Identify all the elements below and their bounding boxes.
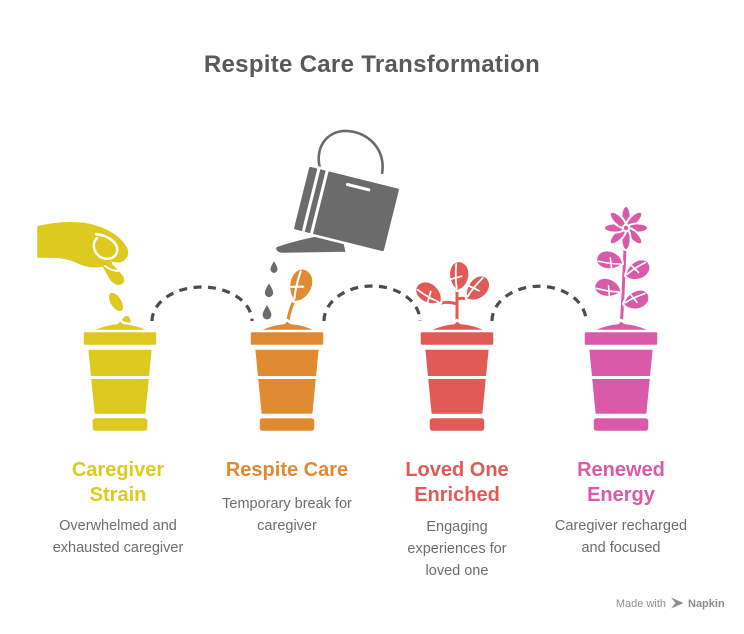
diagram-title: Respite Care Transformation — [204, 51, 540, 78]
can-vent-detail — [345, 183, 371, 192]
connector-arcs — [150, 284, 588, 322]
napkin-pen-icon — [671, 597, 684, 609]
stage-title: Energy — [587, 484, 656, 506]
stage-description-line: Overwhelmed and — [59, 518, 177, 534]
watering-can-icon — [260, 127, 402, 322]
stage-description-line: caregiver — [257, 518, 317, 534]
pinch-detail — [104, 265, 119, 272]
pot-loved-one-enriched — [418, 318, 496, 434]
stage-title: Renewed — [577, 459, 665, 481]
connector-arc-1 — [150, 285, 254, 322]
napkin-watermark: Made with Napkin — [616, 597, 725, 610]
stage-title: Loved One — [405, 459, 508, 481]
stage-title: Respite Care — [226, 459, 348, 481]
stage-label-renewed-energy: Renewed Energy Caregiver recharged and f… — [555, 459, 687, 556]
pot-caregiver-strain — [81, 318, 159, 434]
stage-title: Enriched — [414, 484, 500, 506]
stage-description-line: and focused — [581, 540, 660, 556]
flower-bloom — [603, 205, 649, 251]
can-seam-line-2 — [309, 169, 329, 236]
can-handle — [317, 129, 384, 175]
can-seam-line-1 — [301, 167, 321, 234]
stage-description-line: loved one — [426, 563, 489, 579]
can-body — [291, 164, 402, 254]
footer-brand: Napkin — [688, 598, 725, 610]
stage-description-line: Temporary break for — [222, 496, 352, 512]
hand-planting-icon — [34, 219, 136, 340]
stage-label-respite-care: Respite Care Temporary break for caregiv… — [222, 459, 352, 534]
pot-respite-care — [248, 318, 326, 434]
finger-curl-detail — [92, 232, 119, 261]
pot-renewed-energy — [582, 318, 660, 434]
stage-label-caregiver-strain: Caregiver Strain Overwhelmed and exhaust… — [53, 459, 184, 556]
stage-description-line: Engaging — [426, 519, 487, 535]
connector-arc-2 — [322, 284, 422, 322]
connector-arc-3 — [490, 284, 588, 322]
stage-title: Caregiver — [72, 459, 164, 481]
stage-description-line: experiences for — [407, 541, 506, 557]
stage-description-line: exhausted caregiver — [53, 540, 184, 556]
stage-description-line: Caregiver recharged — [555, 518, 687, 534]
stage-title: Strain — [90, 484, 147, 506]
footer-made-with: Made with — [616, 598, 666, 610]
stage-label-loved-one-enriched: Loved One Enriched Engaging experiences … — [405, 459, 508, 579]
